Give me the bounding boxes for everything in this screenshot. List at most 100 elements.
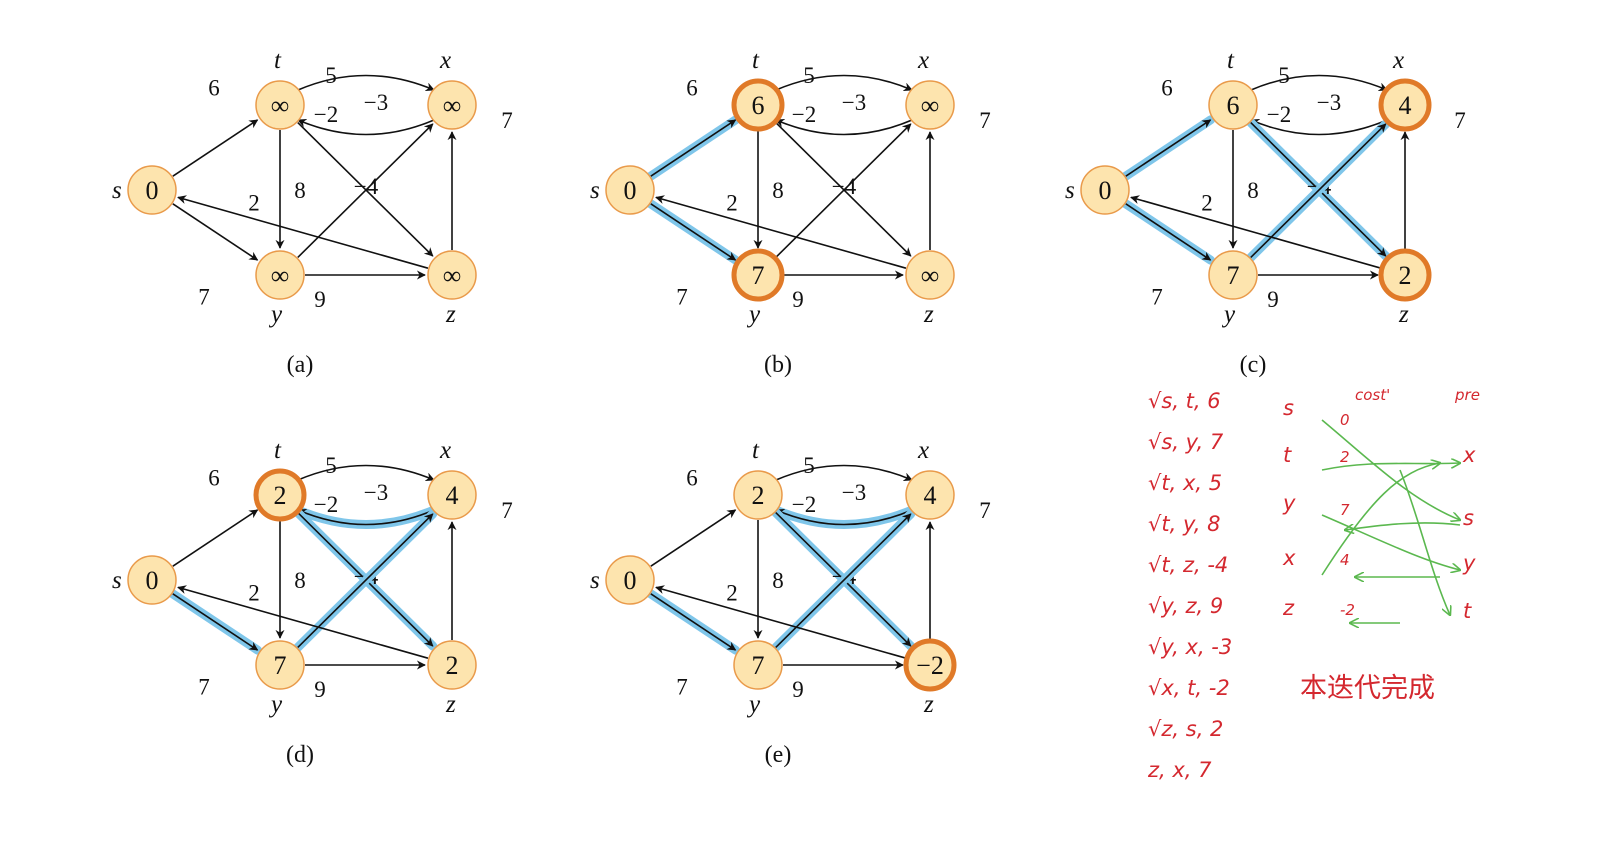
vertex-name-t: t [274, 47, 282, 74]
vertex-distance-s: 0 [146, 566, 159, 595]
note-header-cost: cost' [1355, 386, 1390, 404]
edge-y-x [775, 513, 912, 648]
vertex-name-y: y [1221, 301, 1236, 328]
edge-weight-y-z: 9 [1267, 287, 1279, 312]
panel-label: (e) [765, 742, 792, 768]
edge-weight-y-x: −3 [1317, 90, 1341, 115]
vertex-distance-y: 7 [274, 651, 287, 680]
vertex-name-t: t [274, 437, 282, 464]
vertex-name-z: z [445, 301, 456, 328]
edge-t-x [1250, 74, 1388, 91]
handwritten-notes: √s, t, 6√s, y, 7√t, x, 5√t, y, 8√t, z, -… [1147, 386, 1480, 782]
note-cost-item: 4 [1340, 551, 1350, 569]
note-pre-item: t [1463, 599, 1472, 623]
edge-z-s [655, 195, 907, 269]
vertex-distance-x: ∞ [921, 91, 940, 120]
vertex-z [905, 250, 955, 300]
vertex-name-z: z [923, 691, 934, 718]
note-vertex-y: y [1282, 491, 1296, 515]
green-arrow-y-pre [1345, 522, 1461, 530]
vertex-name-x: x [439, 437, 451, 464]
vertex-z [427, 640, 477, 690]
edge-weight-t-y: 8 [294, 178, 306, 203]
vertex-distance-t: 6 [752, 91, 765, 120]
edge-z-s [1130, 195, 1382, 269]
note-pre-item: y [1462, 551, 1476, 575]
edge-t-z [297, 122, 434, 257]
edge-weight-t-x: 5 [325, 453, 337, 478]
note-edge-item: √t, x, 5 [1148, 471, 1222, 495]
vertex-name-s: s [112, 177, 122, 204]
edge-weight-y-z: 9 [792, 677, 804, 702]
edge-s-t [650, 119, 737, 177]
vertex-name-y: y [746, 301, 761, 328]
vertex-x [1378, 78, 1432, 132]
note-edge-item: √y, x, -3 [1148, 635, 1232, 659]
edge-x-t [297, 119, 435, 136]
green-arrow-t-x [1321, 463, 1460, 471]
vertex-t [733, 470, 783, 520]
vertex-name-x: x [439, 47, 451, 74]
note-edge-item: √z, s, 2 [1148, 717, 1223, 741]
vertex-distance-y: ∞ [271, 261, 290, 290]
vertex-z [1378, 248, 1432, 302]
note-vertex-t: t [1283, 443, 1292, 467]
edge-weight-z-s: 2 [248, 581, 260, 606]
edge-s-y [172, 593, 259, 651]
vertex-distance-z: −2 [916, 651, 944, 680]
vertex-y [255, 250, 305, 300]
edge-s-t [1125, 119, 1212, 177]
note-edge-item: √t, y, 8 [1148, 512, 1220, 536]
panel-label: (c) [1240, 352, 1267, 378]
edge-z-s [177, 585, 429, 659]
vertex-t [253, 468, 307, 522]
note-edge-list: √s, t, 6√s, y, 7√t, x, 5√t, y, 8√t, z, -… [1147, 389, 1232, 782]
edge-s-t [650, 509, 737, 567]
vertex-x [905, 80, 955, 130]
vertex-name-z: z [1398, 301, 1409, 328]
vertex-s [605, 165, 655, 215]
edge-t-x [297, 74, 435, 91]
vertex-distance-x: 4 [446, 481, 459, 510]
vertex-y [1208, 250, 1258, 300]
note-cost-item: 2 [1340, 448, 1350, 466]
graph-panels: 675−28−4−39720s∞t∞x∞y∞z(a)675−28−4−39720… [112, 47, 1466, 768]
vertex-distance-t: 2 [274, 481, 287, 510]
edge-y-x [297, 123, 434, 258]
edge-weight-t-z: −4 [354, 174, 379, 199]
edge-weight-z-s: 2 [726, 191, 738, 216]
edge-s-t [172, 509, 259, 567]
edge-weight-z-s: 2 [248, 191, 260, 216]
edge-weight-y-z: 9 [314, 677, 326, 702]
panel-label: (b) [764, 352, 792, 378]
vertex-name-x: x [1392, 47, 1404, 74]
edge-z-s [655, 585, 907, 659]
edge-weight-z-s: 2 [1201, 191, 1213, 216]
edge-weight-t-y: 8 [1247, 178, 1259, 203]
green-arrow-t-t [1399, 469, 1450, 615]
edge-weight-s-y: 7 [676, 675, 688, 700]
edge-s-y [650, 203, 737, 261]
edge-weight-z-x: 7 [979, 498, 991, 523]
vertex-distance-s: 0 [624, 176, 637, 205]
note-header-pre: pre [1454, 386, 1480, 404]
vertex-name-z: z [923, 301, 934, 328]
vertex-distance-s: 0 [624, 566, 637, 595]
edge-t-x [775, 464, 913, 481]
vertex-name-t: t [1227, 47, 1235, 74]
vertex-distance-t: 2 [752, 481, 765, 510]
edge-y-x [1250, 123, 1387, 258]
edge-weight-s-y: 7 [1151, 285, 1163, 310]
vertex-distance-y: 7 [752, 651, 765, 680]
vertex-name-s: s [590, 177, 600, 204]
edge-weight-s-t: 6 [1161, 76, 1173, 101]
vertex-name-t: t [752, 47, 760, 74]
edge-weight-s-y: 7 [198, 675, 210, 700]
edge-s-y [650, 593, 737, 651]
edge-s-t [172, 119, 259, 177]
edge-weight-t-x: 5 [1278, 63, 1290, 88]
